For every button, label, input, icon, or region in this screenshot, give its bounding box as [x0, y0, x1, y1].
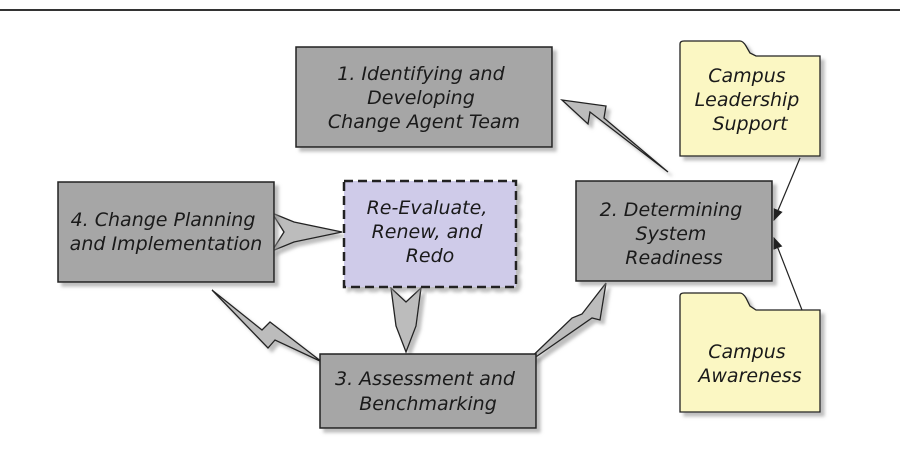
- center-box: [342, 179, 518, 289]
- folder-awareness-line: Campus: [708, 341, 786, 363]
- folder-awareness-label: Campus Awareness: [696, 341, 801, 387]
- step4-line: 4. Change Planning: [71, 209, 256, 231]
- center-label: Re-Evaluate, Renew, and Redo: [367, 197, 494, 267]
- step1-line: 1. Identifying and: [337, 63, 505, 85]
- step2-label: 2. Determining System Readiness: [600, 199, 749, 269]
- step3-line: Benchmarking: [359, 393, 497, 415]
- folder-leadership-line: Support: [712, 113, 789, 135]
- arrow-step4-to-center: [270, 211, 343, 253]
- step4-box: [57, 181, 275, 283]
- folder-leadership-label: Campus Leadership Support: [695, 65, 806, 135]
- step2-line: 2. Determining: [600, 199, 743, 221]
- step1-label: 1. Identifying and Developing Change Age…: [328, 63, 520, 133]
- folder-awareness: [679, 292, 821, 413]
- step3-label: 3. Assessment and Benchmarking: [335, 368, 521, 415]
- step4-line: and Implementation: [70, 233, 263, 255]
- step2-line: System: [636, 223, 707, 245]
- arrow-step1-to-step2: [560, 99, 669, 173]
- step4-label: 4. Change Planning and Implementation: [70, 209, 263, 255]
- folder-leadership-line: Leadership: [695, 89, 800, 111]
- connector-awareness-to-step2: [773, 236, 803, 311]
- center-line: Renew, and: [372, 221, 484, 243]
- step3-box: [319, 353, 537, 429]
- step1-box: [295, 46, 553, 148]
- step2-line: Readiness: [625, 247, 723, 269]
- step2-box: [575, 180, 773, 282]
- center-line: Redo: [406, 245, 455, 267]
- folder-awareness-line: Awareness: [696, 365, 801, 387]
- center-line: Re-Evaluate,: [367, 197, 488, 219]
- step1-line: Change Agent Team: [328, 111, 520, 133]
- folder-leadership-line: Campus: [708, 65, 786, 87]
- step1-line: Developing: [367, 87, 475, 109]
- step3-line: 3. Assessment and: [335, 368, 516, 390]
- arrow-step3-to-step4: [211, 289, 323, 363]
- folder-leadership: [679, 40, 821, 157]
- arrow-center-to-step3: [390, 286, 422, 354]
- connector-leadership-to-step2: [773, 157, 801, 222]
